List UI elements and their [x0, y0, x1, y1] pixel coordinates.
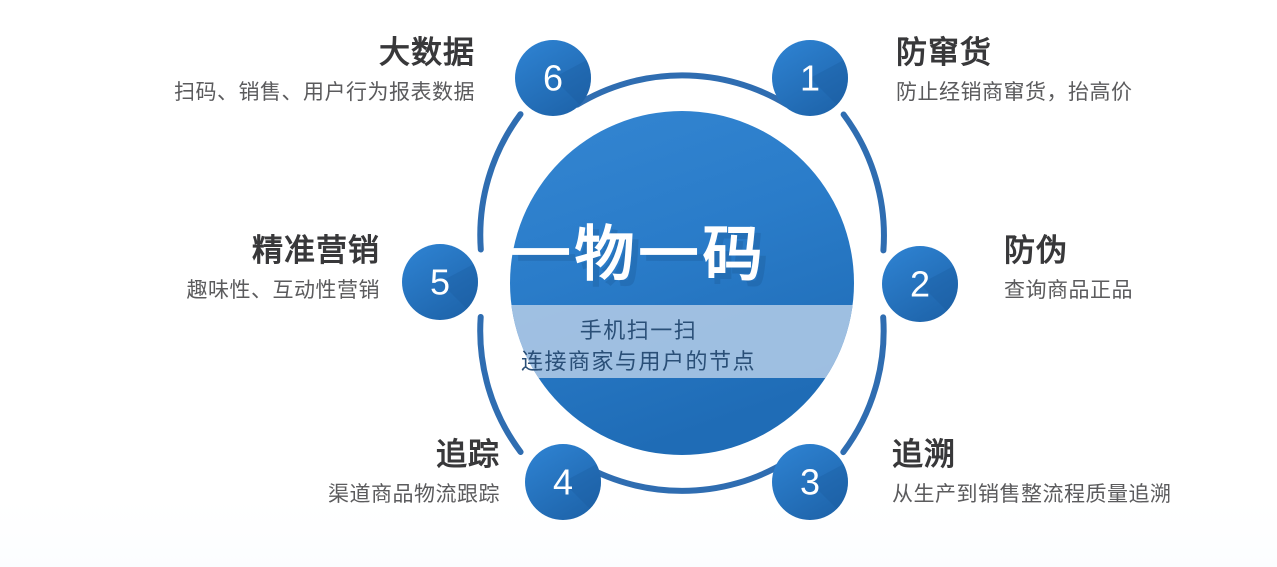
- label-desc-tracking: 渠道商品物流跟踪: [328, 482, 500, 506]
- node-circle-4[interactable]: 4: [525, 434, 653, 567]
- node-circle-6[interactable]: 6: [515, 30, 643, 168]
- label-title-anti-diversion: 防窜货: [896, 35, 992, 70]
- label-title-tracking: 追踪: [436, 437, 500, 472]
- label-title-traceability: 追溯: [892, 437, 956, 472]
- node-number-6: 6: [543, 58, 563, 99]
- node-number-2: 2: [910, 264, 930, 305]
- label-big-data[interactable]: 大数据 扫码、销售、用户行为报表数据: [70, 35, 475, 105]
- label-desc-anti-diversion: 防止经销商窜货，抬高价: [896, 80, 1133, 104]
- ring-arc-right-upper: [840, 111, 887, 254]
- label-anti-diversion[interactable]: 防窜货 防止经销商窜货，抬高价: [896, 35, 1276, 105]
- outer-ring: [477, 72, 887, 494]
- label-title-big-data: 大数据: [379, 35, 475, 70]
- node-number-1: 1: [800, 58, 820, 99]
- ring-arc-left-upper: [477, 111, 524, 253]
- label-traceability[interactable]: 追溯 从生产到销售整流程质量追溯: [892, 437, 1272, 507]
- ring-arc-left-lower: [477, 314, 524, 455]
- label-desc-big-data: 扫码、销售、用户行为报表数据: [174, 80, 475, 104]
- label-tracking[interactable]: 追踪 渠道商品物流跟踪: [240, 437, 500, 507]
- node-number-4: 4: [553, 462, 573, 503]
- hub-circle: [510, 111, 854, 455]
- node-circle-2[interactable]: 2: [882, 236, 1010, 374]
- ring-arc-bottom: [574, 458, 790, 494]
- node-circle-5[interactable]: 5: [402, 234, 530, 372]
- label-title-precision-marketing: 精准营销: [252, 233, 380, 268]
- ring-arc-top: [574, 72, 790, 108]
- node-circle-1[interactable]: 1: [772, 30, 900, 168]
- node-circle-3[interactable]: 3: [772, 434, 900, 567]
- label-desc-precision-marketing: 趣味性、互动性营销: [186, 278, 380, 302]
- hub-light-band: [510, 305, 854, 378]
- label-precision-marketing[interactable]: 精准营销 趣味性、互动性营销: [100, 233, 380, 303]
- node-number-5: 5: [430, 262, 450, 303]
- ring-arc-right-lower: [840, 314, 887, 456]
- label-desc-anti-counterfeit: 查询商品正品: [1004, 278, 1133, 302]
- label-desc-traceability: 从生产到销售整流程质量追溯: [892, 482, 1172, 506]
- label-anti-counterfeit[interactable]: 防伪 查询商品正品: [1004, 233, 1274, 303]
- node-number-3: 3: [800, 462, 820, 503]
- label-title-anti-counterfeit: 防伪: [1004, 233, 1068, 268]
